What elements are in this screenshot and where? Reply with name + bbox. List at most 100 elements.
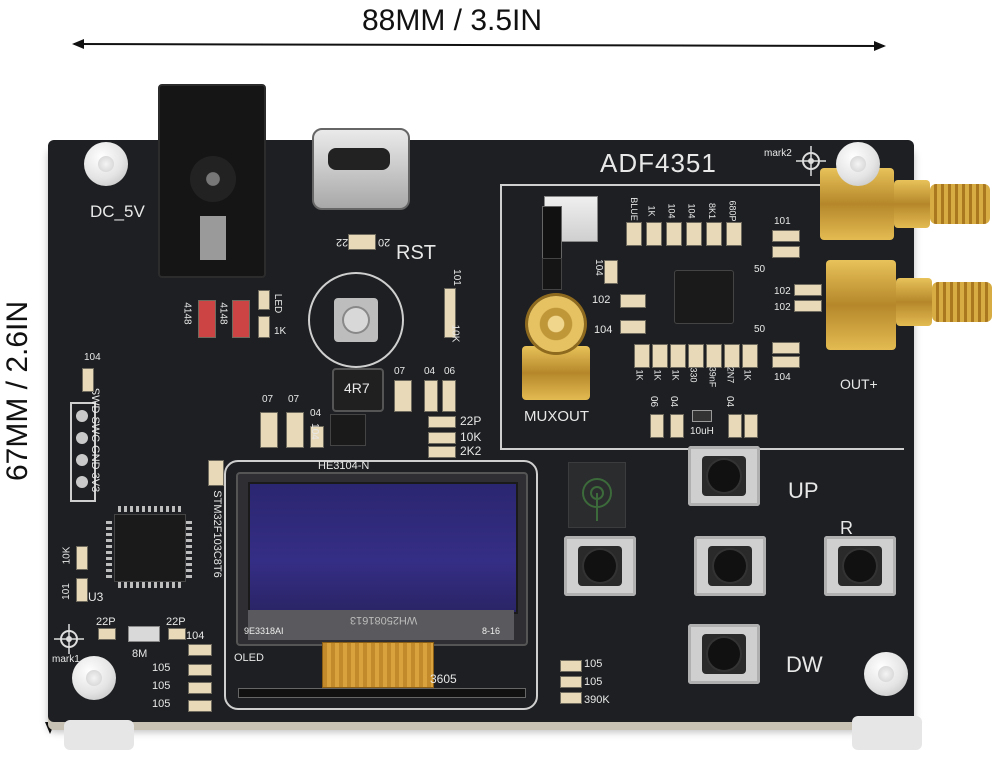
rf-bottom-resistor-row (634, 344, 774, 368)
cap-20-label: 20 (378, 236, 391, 248)
r10k-b-label: 10K (449, 324, 461, 343)
resistor (428, 432, 456, 444)
oled-code-label: WH25081613 (350, 614, 418, 626)
resistor (726, 222, 742, 246)
swd-label: SWD SWC GND 3V3 (89, 387, 101, 493)
cap-22-label: 22 (336, 236, 349, 248)
diode-2 (232, 300, 250, 338)
resistor (742, 344, 758, 368)
oled-size-label: 8-16 (482, 626, 501, 636)
rst-button[interactable] (308, 272, 404, 368)
r105-a-label: 105 (152, 662, 171, 674)
resistor (686, 222, 702, 246)
out-sma-connector-bottom[interactable] (820, 256, 1000, 356)
resistor (620, 320, 646, 334)
resistor (772, 342, 800, 354)
dc-power-jack[interactable] (158, 84, 266, 278)
resistor (794, 300, 822, 312)
jumper-header[interactable] (542, 206, 562, 260)
rst-label: RST (396, 242, 436, 264)
resistor (794, 284, 822, 296)
center-button[interactable] (694, 536, 766, 596)
r104-a-label: 104 (308, 423, 320, 440)
inductor-label: 4R7 (344, 380, 370, 396)
mark-top-label: mark2 (764, 148, 792, 159)
rf-bottom-2: 1K (670, 369, 681, 381)
br-105a-label: 105 (584, 658, 603, 670)
resistor (626, 222, 642, 246)
rf-right-0: 101 (774, 216, 791, 227)
rf-right-3: 102 (774, 302, 791, 313)
rf-top-resistor-row (626, 202, 750, 250)
left-104-label: 104 (84, 352, 101, 363)
rf-row-0: BLUE (628, 197, 639, 221)
antenna-icon (582, 478, 612, 521)
resistor (394, 380, 412, 412)
rf-102a-label: 102 (592, 294, 611, 306)
rf-row-1: 1K (646, 205, 657, 217)
resistor (168, 628, 186, 640)
resistor (188, 700, 212, 712)
rf-104b-label: 104 (594, 324, 613, 336)
swd-header[interactable] (70, 402, 96, 502)
resistor (76, 546, 88, 570)
resistor (706, 344, 722, 368)
resistor (772, 356, 800, 368)
resistor (620, 294, 646, 308)
c04-label: 04 (424, 366, 436, 377)
rf-104-label: 104 (592, 259, 604, 276)
foot-bottom-right (852, 716, 922, 750)
resistor (560, 660, 582, 672)
up-button[interactable] (688, 446, 760, 506)
down-label: DW (786, 652, 823, 677)
rf-right-5: 104 (774, 372, 791, 383)
resistor (76, 578, 88, 602)
standoff-bottom-right (864, 652, 908, 696)
regulator-chip (330, 414, 366, 446)
r22p-b-label: 22P (96, 616, 116, 628)
oled-model-label: HE3104-N (318, 460, 370, 472)
right-button[interactable] (824, 536, 896, 596)
rf-row-5: 680P (727, 200, 738, 222)
capacitor (310, 426, 324, 448)
rf-misc-1: 04 (668, 395, 680, 408)
jumper-cap[interactable] (542, 258, 562, 290)
rf-bottom-5: 2N7 (725, 366, 736, 384)
r101-label: 101 (450, 269, 462, 286)
oled-outline (224, 460, 538, 710)
resistor (560, 692, 582, 704)
width-dimension-label: 88MM / 3.5IN (362, 4, 543, 37)
muxout-label: MUXOUT (524, 408, 589, 425)
resistor (604, 260, 618, 284)
rf-bottom-1: 1K (652, 369, 663, 381)
usb-c-port[interactable] (312, 128, 410, 210)
resistor (424, 380, 438, 412)
rf-row-2: 104 (666, 203, 677, 219)
led (258, 290, 270, 310)
resistor (560, 676, 582, 688)
resistor (688, 344, 704, 368)
capacitor (286, 412, 304, 448)
left-10k-label: 10K (61, 546, 73, 565)
r22p-a-label: 22P (460, 414, 482, 428)
left-button[interactable] (564, 536, 636, 596)
adf4351-chip (674, 270, 734, 324)
diode-1 (198, 300, 216, 338)
resistor (646, 222, 662, 246)
down-button[interactable] (688, 624, 760, 684)
resistor (650, 414, 664, 438)
left-101-label: 101 (60, 583, 72, 600)
resistor (728, 414, 742, 438)
standoff-top-left (84, 142, 128, 186)
capacitor (260, 412, 278, 448)
r1k-label: 1K (274, 326, 287, 337)
rf-10uh-label: 10uH (690, 426, 714, 437)
right-label: R (840, 518, 853, 538)
resistor (82, 368, 94, 392)
diode-1-label: 4148 (181, 302, 193, 325)
oled-part-label: 9E3318AI (244, 626, 284, 636)
oled-label: OLED (234, 652, 264, 664)
muxout-sma-connector[interactable] (514, 296, 598, 400)
r2k2-label: 2K2 (460, 444, 482, 458)
standoff-bottom-left (72, 656, 116, 700)
